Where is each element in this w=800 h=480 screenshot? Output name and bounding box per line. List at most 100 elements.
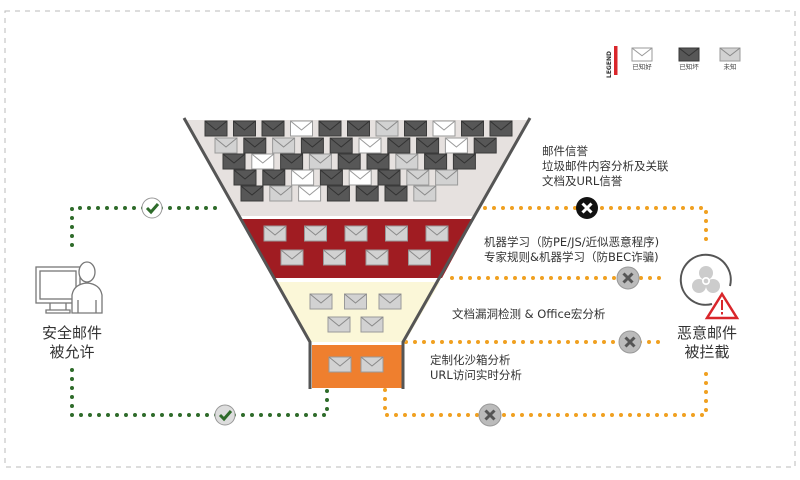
known-good-envelope-icon xyxy=(631,47,653,62)
blocked-path-sandbox xyxy=(383,370,708,417)
known-bad-envelope-icon xyxy=(387,137,411,154)
unknown-envelope-icon xyxy=(269,185,293,202)
known-bad-envelope-icon xyxy=(452,153,476,170)
unknown-envelope-icon xyxy=(272,137,296,154)
unknown-envelope-icon xyxy=(304,225,327,242)
known-bad-envelope-icon xyxy=(347,120,370,137)
frame-border xyxy=(4,10,796,468)
legend-label-known-good: 已知好 xyxy=(632,62,652,71)
unknown-envelope-icon xyxy=(308,153,332,170)
known-good-envelope-icon xyxy=(251,153,275,170)
funnel-right-edge xyxy=(401,117,532,389)
known-good-envelope-icon xyxy=(358,137,382,154)
known-bad-envelope-icon xyxy=(280,153,304,170)
known-good-envelope-icon xyxy=(298,185,322,202)
legend-label-known-bad: 已知坏 xyxy=(679,62,699,71)
known-good-envelope-icon xyxy=(444,137,468,154)
unknown-envelope-icon xyxy=(328,356,352,373)
known-bad-envelope-icon xyxy=(384,185,408,202)
unknown-envelope-icon xyxy=(327,316,351,333)
unknown-envelope-icon xyxy=(395,153,419,170)
unknown-envelope-icon xyxy=(309,293,333,310)
legend-title: LEGEND xyxy=(606,51,613,78)
biohazard-icon xyxy=(679,253,732,306)
warning-icon xyxy=(704,291,740,320)
safe-path-bottom xyxy=(70,368,329,417)
malicious-label-line1: 恶意邮件 xyxy=(677,324,737,342)
unknown-envelope-icon xyxy=(214,137,238,154)
safe-label-line2: 被允许 xyxy=(49,343,94,361)
known-bad-envelope-icon xyxy=(337,153,361,170)
known-bad-envelope-icon xyxy=(240,185,264,202)
unknown-envelope-icon xyxy=(378,293,402,310)
stage-ml-line2: 专家规则&机器学习（防BEC诈骗) xyxy=(484,250,659,264)
unknown-envelope-icon xyxy=(323,249,346,266)
known-bad-envelope-icon xyxy=(473,137,497,154)
unknown-envelope-icon xyxy=(360,356,384,373)
known-bad-envelope-icon xyxy=(489,120,513,137)
stage-sandbox-line2: URL访问实时分析 xyxy=(430,368,522,382)
unknown-envelope-icon xyxy=(408,249,431,266)
known-bad-envelope-icon xyxy=(318,120,342,137)
known-bad-envelope-icon xyxy=(366,153,390,170)
check-icon xyxy=(141,197,163,219)
unknown-envelope-icon xyxy=(375,120,399,137)
known-good-envelope-icon xyxy=(291,169,315,186)
stage-reputation-line3: 文档及URL信誉 xyxy=(542,174,623,188)
known-good-envelope-icon xyxy=(348,169,372,186)
unknown-envelope-icon xyxy=(435,169,459,186)
funnel xyxy=(182,117,532,389)
unknown-envelope-icon xyxy=(385,225,408,242)
stage-doc-line1: 文档漏洞检测 & Office宏分析 xyxy=(452,307,605,321)
funnel-layer-doc xyxy=(275,282,440,342)
known-bad-envelope-icon xyxy=(355,185,379,202)
legend: LEGEND 已知好 已知坏 未知 xyxy=(606,46,741,78)
known-bad-envelope-icon xyxy=(233,120,256,137)
known-good-envelope-icon xyxy=(290,120,313,137)
known-bad-envelope-icon xyxy=(461,120,484,137)
blocked-x-icon xyxy=(478,403,502,427)
known-bad-envelope-icon xyxy=(233,169,257,186)
stage-reputation-line2: 垃圾邮件内容分析及关联 xyxy=(542,159,669,173)
safe-path-top xyxy=(70,206,224,247)
known-bad-envelope-icon xyxy=(678,47,700,62)
known-good-envelope-icon xyxy=(432,120,456,137)
stage-sandbox-line1: 定制化沙箱分析 xyxy=(430,353,511,367)
check-icon xyxy=(214,404,236,426)
unknown-envelope-icon xyxy=(263,225,287,242)
user-computer-icon xyxy=(35,261,103,314)
known-bad-envelope-icon xyxy=(204,120,228,137)
known-bad-envelope-icon xyxy=(261,120,285,137)
unknown-envelope-icon xyxy=(406,169,430,186)
stage-reputation-line1: 邮件信誉 xyxy=(542,144,588,158)
blocked-x-icon xyxy=(618,330,642,354)
funnel-layer-sandbox xyxy=(312,345,402,388)
legend-label-unknown: 未知 xyxy=(724,62,737,71)
known-bad-envelope-icon xyxy=(329,137,353,154)
known-bad-envelope-icon xyxy=(262,169,286,186)
unknown-envelope-icon xyxy=(344,293,367,310)
unknown-envelope-icon xyxy=(719,47,741,62)
unknown-envelope-icon xyxy=(344,225,368,242)
blocked-x-icon xyxy=(616,266,640,290)
known-bad-envelope-icon xyxy=(222,153,246,170)
known-bad-envelope-icon xyxy=(416,137,440,154)
safe-label-line1: 安全邮件 xyxy=(42,324,102,342)
blocked-path-reputation xyxy=(483,206,708,250)
unknown-envelope-icon xyxy=(360,316,384,333)
known-bad-envelope-icon xyxy=(377,169,401,186)
known-bad-envelope-icon xyxy=(326,185,350,202)
known-bad-envelope-icon xyxy=(300,137,324,154)
known-bad-envelope-icon xyxy=(424,153,448,170)
known-bad-envelope-icon xyxy=(319,169,343,186)
unknown-envelope-icon xyxy=(280,249,304,266)
unknown-envelope-icon xyxy=(413,185,437,202)
legend-bar xyxy=(614,46,618,75)
unknown-envelope-icon xyxy=(365,249,389,266)
funnel-left-edge xyxy=(182,117,312,389)
unknown-envelope-icon xyxy=(425,225,449,242)
known-bad-envelope-icon xyxy=(243,137,267,154)
stage-ml-line1: 机器学习（防PE/JS/近似恶意程序) xyxy=(484,235,659,249)
malicious-label-line2: 被拦截 xyxy=(684,343,729,361)
